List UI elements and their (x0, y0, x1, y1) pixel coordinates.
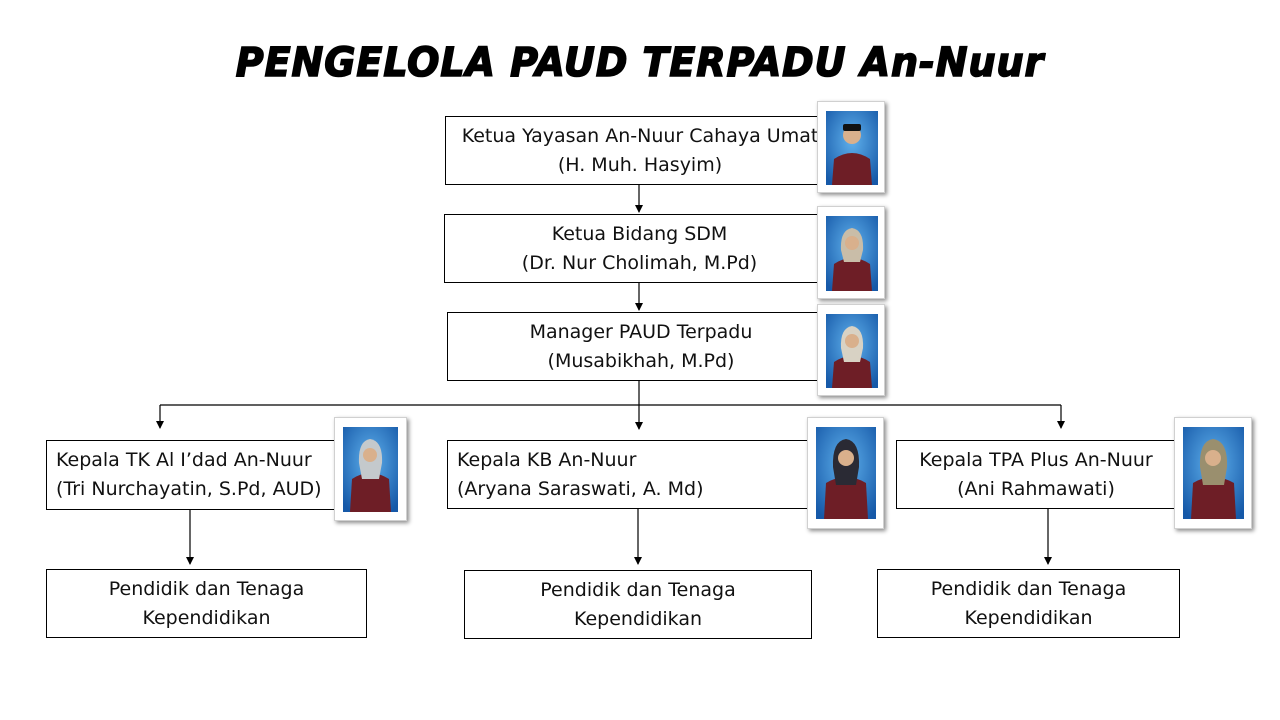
portrait-photo-ketua-yayasan (817, 101, 885, 193)
node-staff-tk: Pendidik dan Tenaga Kependidikan (46, 569, 367, 638)
node-staff-kb: Pendidik dan Tenaga Kependidikan (464, 570, 812, 639)
node-staff-tpa: Pendidik dan Tenaga Kependidikan (877, 569, 1180, 638)
portrait-photo-kepala-tpa (1174, 417, 1252, 529)
node-role: Ketua Yayasan An-Nuur Cahaya Umat (461, 124, 819, 147)
node-role: Kepala TPA Plus An-Nuur (919, 448, 1153, 471)
node-person-name: (Tri Nurchayatin, S.Pd, AUD) (56, 478, 322, 500)
node-line: Kependidikan (964, 606, 1093, 629)
portrait-image (1183, 427, 1244, 519)
portrait-photo-kepala-tk (334, 417, 407, 521)
portrait-image (343, 427, 398, 512)
node-line: Pendidik dan Tenaga (108, 577, 305, 600)
node-ketua-yayasan: Ketua Yayasan An-Nuur Cahaya Umat (H. Mu… (445, 116, 835, 185)
portrait-photo-ketua-sdm (817, 206, 885, 299)
node-line: Kependidikan (573, 607, 703, 630)
node-person-name: (Dr. Nur Cholimah, M.Pd) (521, 251, 758, 274)
page-title: PENGELOLA PAUD TERPADU An-Nuur (235, 39, 1045, 87)
node-role: Ketua Bidang SDM (551, 222, 728, 245)
node-line: Kependidikan (142, 606, 271, 629)
node-manager: Manager PAUD Terpadu (Musabikhah, M.Pd) (447, 312, 835, 381)
node-person-name: (Musabikhah, M.Pd) (547, 349, 735, 372)
node-kepala-kb: Kepala KB An-Nuur (Aryana Saraswati, A. … (447, 440, 809, 509)
node-line: Pendidik dan Tenaga (930, 577, 1127, 600)
node-person-name: (Aryana Saraswati, A. Md) (457, 477, 704, 500)
portrait-image (826, 216, 878, 291)
node-role: Kepala KB An-Nuur (457, 448, 637, 471)
node-ketua-sdm: Ketua Bidang SDM (Dr. Nur Cholimah, M.Pd… (444, 214, 835, 283)
node-role: Kepala TK Al I’dad An-Nuur (56, 449, 312, 471)
node-kepala-tk: Kepala TK Al I’dad An-Nuur (Tri Nurchaya… (46, 440, 336, 510)
node-role: Manager PAUD Terpadu (529, 320, 753, 343)
portrait-photo-manager (817, 304, 885, 396)
portrait-image (816, 427, 876, 519)
node-person-name: (Ani Rahmawati) (957, 477, 1115, 500)
node-kepala-tpa: Kepala TPA Plus An-Nuur (Ani Rahmawati) (896, 440, 1176, 509)
node-line: Pendidik dan Tenaga (540, 578, 736, 601)
portrait-photo-kepala-kb (807, 417, 884, 529)
portrait-image (826, 111, 878, 185)
portrait-image (826, 314, 878, 388)
node-person-name: (H. Muh. Hasyim) (557, 153, 723, 176)
